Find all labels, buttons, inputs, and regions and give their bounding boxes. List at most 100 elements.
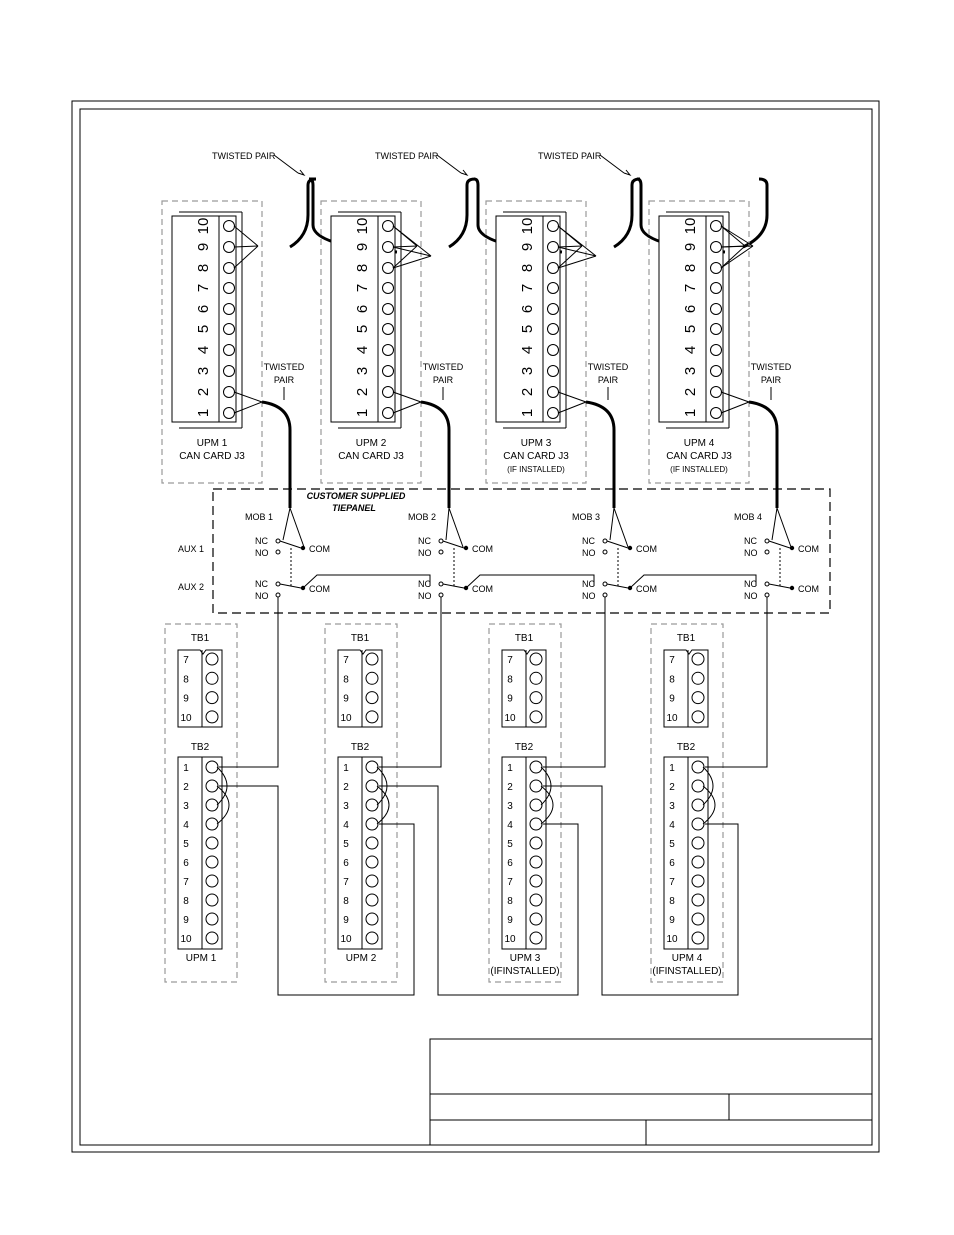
tb1-pin-number: 8 [183,674,189,685]
contact-terminal [764,592,770,598]
tb2-pin-number: 8 [183,896,189,907]
tb2-pin-number: 9 [669,915,675,926]
tb2-terminal [691,779,705,793]
tb2-pin-number: 5 [669,839,675,850]
tb2-pin-number: 6 [183,858,189,869]
tb1-terminal [529,710,543,724]
aux1-com-label: COM [309,544,330,554]
can-pin-number: 6 [682,305,699,313]
tb2-terminal [529,893,543,907]
can-card-subtitle: CAN CARD J3 [338,451,404,462]
tb1-terminal [205,652,219,666]
tb2-terminal [205,931,219,945]
can-card-title: UPM 1 [197,438,228,449]
can-pin-terminal [382,386,394,398]
can-pin-terminal [223,407,235,419]
aux1-no-label: NO [255,548,269,558]
can-card-title: UPM 3 [521,438,552,449]
can-bus-lead [392,245,418,248]
can-pin-number: 3 [354,367,371,375]
can-card-subtitle: CAN CARD J3 [666,451,732,462]
can-bus-lead [557,246,597,257]
aux2-nc-label: NC [744,579,757,589]
aux2-label: AUX 2 [178,582,204,592]
tb2-terminal [529,798,543,812]
tb2-pin-number: 4 [343,820,349,831]
tie-panel-boundary [212,488,831,614]
tb2-pin-number: 5 [183,839,189,850]
can-pin-number: 10 [195,218,212,235]
can-bus-lead [557,245,583,248]
tb2-jumper [702,766,714,806]
can-pin-terminal [710,323,722,335]
tb2-terminal [529,760,543,774]
tb2-pin-number: 7 [183,877,189,888]
tb-group-outline [164,623,238,983]
can-pin-number: 3 [519,367,536,375]
tb2-terminal [365,798,379,812]
aux2-no-label: NO [744,591,758,601]
tb2-terminal [365,817,379,831]
tb1-block [501,649,547,728]
aux1-no-label: NO [582,548,596,558]
can-pin-terminal [547,303,559,315]
tb1-terminal [691,652,705,666]
aux1-nc-label: NC [582,536,595,546]
can-pin-number: 5 [354,325,371,333]
mob-label: MOB 3 [572,512,600,522]
aux-jumper [465,574,595,589]
tb2-terminal [691,893,705,907]
relay-contact [279,540,302,549]
mob-cable [261,400,292,508]
com-terminal [463,545,469,551]
can-pin-number: 4 [354,346,371,354]
aux2-com-label: COM [472,584,493,594]
twisted-pair-callout: TWISTED PAIR [212,151,276,161]
can-card-optional-note: (IF INSTALLED) [670,465,728,474]
contact-terminal [275,592,281,598]
callout-leader [436,154,462,174]
can-pin-number: 8 [682,264,699,272]
tb2-terminal [529,931,543,945]
tb2-pin-number: 8 [669,896,675,907]
can-pin-terminal [710,262,722,274]
mob-fanout [609,507,629,548]
can-pin-number: 9 [682,243,699,251]
can-pin-number: 7 [682,284,699,292]
tb2-pin-number: 7 [507,877,513,888]
title-block [429,1038,873,1146]
tb2-pin-number: 9 [343,915,349,926]
tb2-pin-number: 1 [669,763,675,774]
mob-cable [585,400,616,508]
tb1-title: TB1 [515,633,534,644]
contact-terminal [602,549,608,555]
aux1-nc-label: NC [744,536,757,546]
can-pin-number: 7 [519,284,536,292]
contact-terminal [602,592,608,598]
tb2-terminal [529,817,543,831]
can-pin-terminal [710,344,722,356]
aux-jumper [629,574,757,589]
can-pin-terminal [547,344,559,356]
tb-group-outline [488,623,562,983]
title-block-frame [429,1038,873,1146]
tb1-pin-number: 9 [669,694,675,705]
aux1-label: AUX 1 [178,544,204,554]
can-bus-lead [233,225,259,247]
aux2-no-label: NO [418,591,432,601]
aux1-com-label: COM [798,544,819,554]
can-pin-number: 1 [682,409,699,417]
can-bus-lead [233,245,259,269]
callout-arrowhead [460,169,469,177]
aux2-com-label: COM [636,584,657,594]
tb1-pin-number: 7 [343,655,349,666]
tb2-pin-number: 2 [507,782,513,793]
can-card-outline [161,200,263,484]
tb1-terminal [205,691,219,705]
tb2-terminal [365,836,379,850]
tb1-terminal [691,710,705,724]
tb2-terminal [691,760,705,774]
can-pin-terminal [547,220,559,232]
tb2-pin-number: 10 [666,934,678,945]
twisted-pair-callout: PAIR [598,375,619,385]
